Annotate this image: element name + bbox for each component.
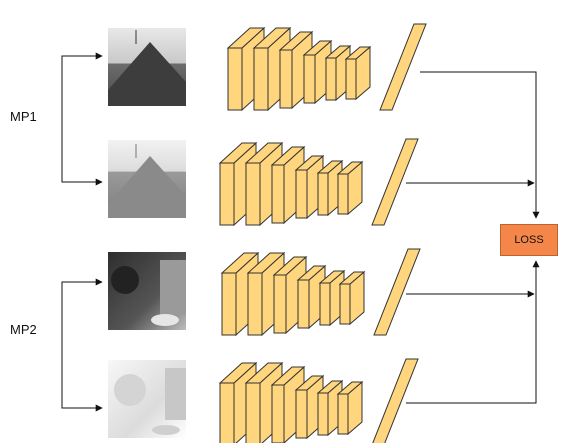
mp2-label: MP2 <box>10 322 37 337</box>
fc-layer-3 <box>373 248 421 336</box>
roof-photo-degraded <box>108 140 186 218</box>
conv-block-3-6-front <box>339 283 351 325</box>
conv-block-2-5-front <box>317 172 329 216</box>
conv-block-3-4-front <box>297 279 310 329</box>
conv-block-4-1-front <box>219 382 235 443</box>
conv-block-1-1-front <box>227 47 243 111</box>
conv-block-4-2-front <box>245 382 261 443</box>
mp1-label: MP1 <box>10 109 37 124</box>
conv-block-3-2-front <box>247 272 263 336</box>
conv-block-1-5-front <box>325 57 337 101</box>
trees-photo-bright <box>108 360 186 438</box>
conv-block-4-6-front <box>337 393 349 435</box>
fc-layer-2 <box>371 138 419 226</box>
mp2-bracket-arrows <box>61 278 103 412</box>
conv-block-2-3-front <box>271 164 285 224</box>
network-stacks <box>218 23 427 443</box>
conv-block-1-6-front <box>345 58 357 100</box>
conv-block-3-5-front <box>319 282 331 326</box>
conv-block-2-6-front <box>337 173 349 215</box>
network-stack-3 <box>220 248 421 337</box>
trees-photo-dark <box>108 252 186 330</box>
conv-block-4-5-front <box>317 392 329 436</box>
fc-layer-1 <box>379 23 427 111</box>
fc-layer-4 <box>372 358 419 443</box>
conv-block-3-1-front <box>221 272 237 336</box>
conv-block-2-1-front <box>219 162 235 226</box>
conv-block-4-3-front <box>271 384 285 443</box>
network-stack-2 <box>218 138 419 227</box>
conv-block-1-3-front <box>279 49 293 109</box>
network-stack-4 <box>218 358 419 443</box>
conv-block-2-4-front <box>295 169 308 219</box>
mp1-bracket-arrows <box>61 52 103 186</box>
conv-block-1-2-front <box>253 47 269 111</box>
conv-block-1-4-front <box>303 54 316 104</box>
conv-block-2-2-front <box>245 162 261 226</box>
network-stack-1 <box>226 23 427 112</box>
roof-photo-original <box>108 28 186 106</box>
conv-block-4-4-front <box>295 389 308 439</box>
conv-block-3-3-front <box>273 274 287 334</box>
loss-box: LOSS <box>500 224 558 256</box>
output-arrows <box>406 71 540 404</box>
